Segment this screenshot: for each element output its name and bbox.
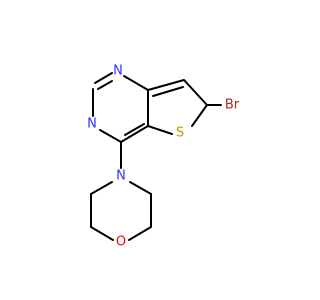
- atom-n-top: N: [113, 64, 123, 79]
- bond-nmorph-ca: [90, 181, 113, 195]
- molecule-diagram: N N N O S Br: [87, 64, 240, 250]
- atom-labels: N N N O S Br: [87, 64, 240, 250]
- bond-n3-c4: [99, 129, 122, 143]
- bond-c4-c4a: [120, 125, 149, 143]
- bond-cb-o: [90, 226, 114, 241]
- bond-n1-c2-inner: [97, 80, 113, 90]
- bond-c7a-c7-inner: [152, 86, 184, 97]
- atom-n-left: N: [87, 117, 97, 132]
- atom-s-thiophene: S: [176, 126, 184, 141]
- bond-c7a-n1: [123, 75, 149, 91]
- bond-n1-c2: [94, 72, 113, 84]
- atom-n-morpholine: N: [116, 169, 126, 184]
- atom-br: Br: [225, 98, 240, 113]
- bond-c7a-c7: [147, 79, 185, 91]
- bond-c4-c4a-inner: [124, 123, 145, 136]
- bond-c7-c6: [183, 79, 208, 106]
- structure-canvas: N N N O S Br: [87, 64, 240, 250]
- atom-o-morpholine: O: [116, 235, 126, 250]
- bond-s-c4a: [147, 125, 173, 135]
- bond-o-cc: [128, 226, 152, 241]
- bonds: [90, 72, 222, 241]
- bond-cd-nmorph: [129, 181, 152, 195]
- bond-c6-s: [191, 104, 208, 127]
